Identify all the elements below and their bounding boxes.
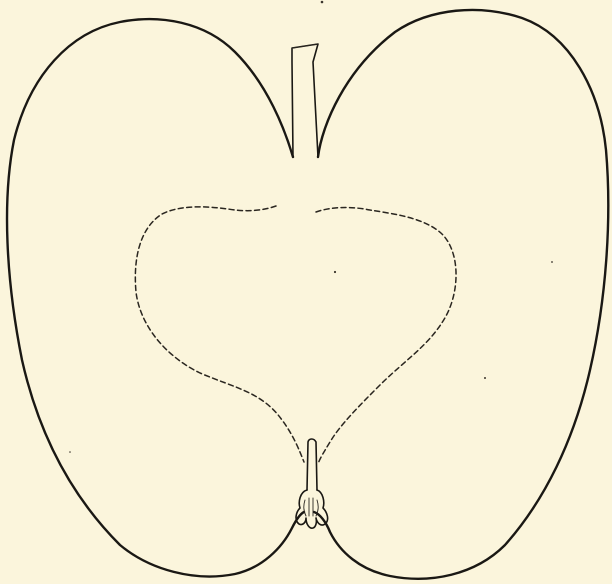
paper-speck <box>484 377 486 379</box>
stem <box>292 44 318 157</box>
paper-speck <box>551 261 553 263</box>
paper-speck <box>334 271 336 273</box>
apple-outline-left <box>7 19 304 576</box>
calyx-eye <box>296 490 328 528</box>
paper-speck <box>69 451 71 453</box>
calyx-tube <box>307 439 317 490</box>
core-outline-left <box>135 206 304 462</box>
core-outline-right <box>316 208 456 464</box>
apple-outline-right <box>314 10 608 579</box>
paper-speck <box>321 1 324 4</box>
stem-top-edge <box>292 44 318 48</box>
